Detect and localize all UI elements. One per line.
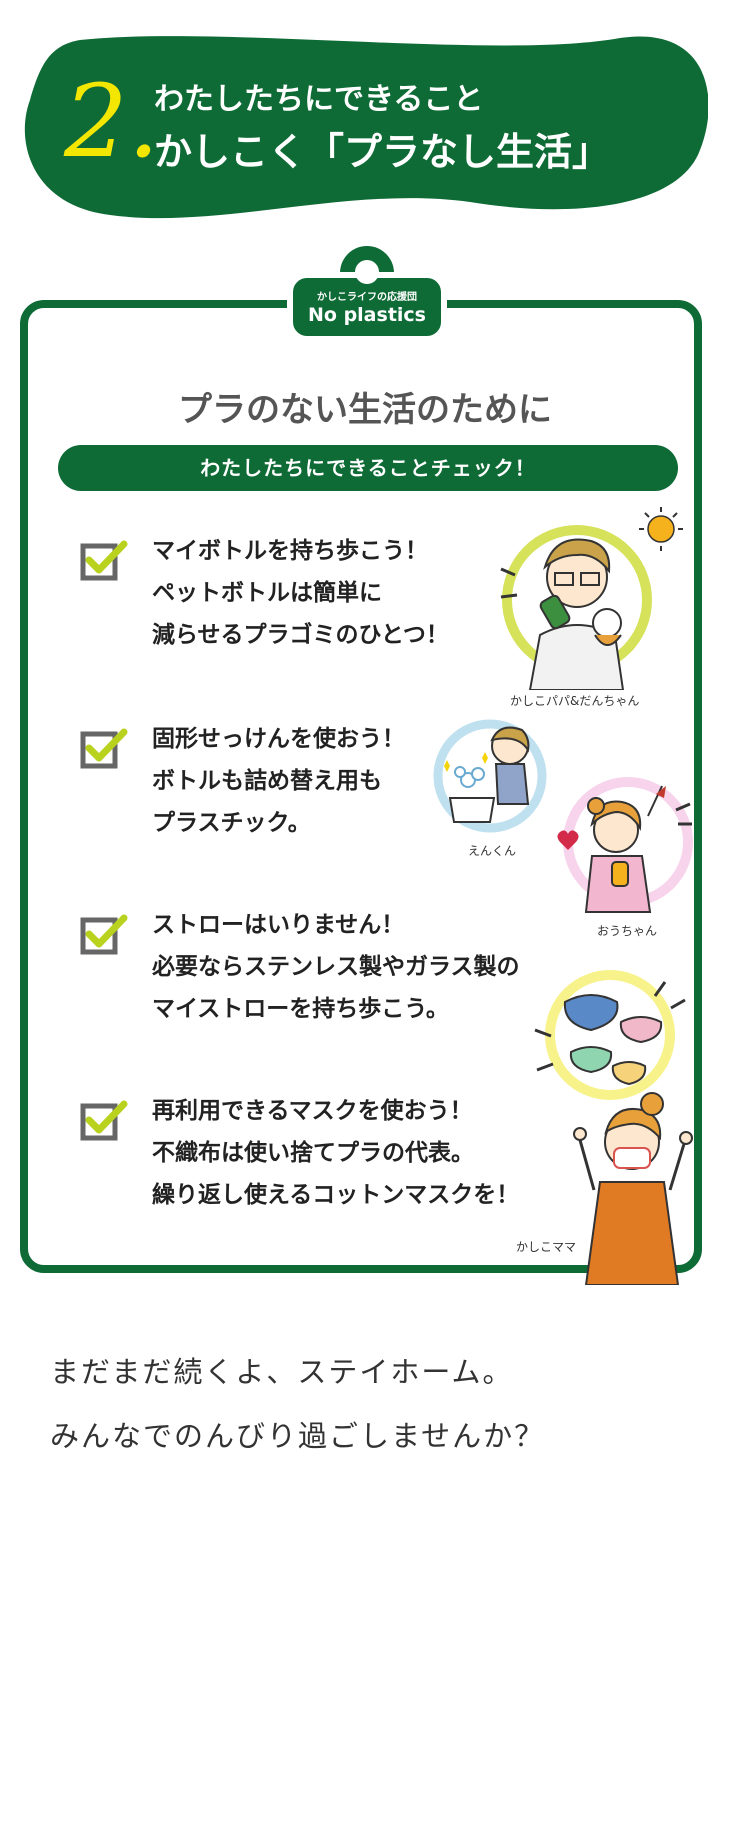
check-icon	[80, 728, 128, 769]
section-title: かしこく「プラなし生活」	[154, 130, 611, 174]
closing-line-1: まだまだ続くよ、ステイホーム。	[50, 1355, 514, 1389]
closing-line-2: みんなでのんびり過ごしませんか？	[50, 1419, 546, 1453]
check-icon	[80, 540, 128, 581]
masks-illustration	[534, 970, 686, 1100]
card-heading: プラのない生活のために	[178, 390, 552, 430]
sun-icon	[639, 507, 683, 551]
ouchan-illustration	[557, 777, 693, 913]
caption-papa: かしこパパ&だんちゃん	[510, 694, 640, 708]
closing-message: まだまだ続くよ、ステイホーム。 みんなでのんびり過ごしませんか？	[50, 1340, 690, 1468]
check-item-text: マイボトルを持ち歩こう！ ペットボトルは簡単に 減らせるプラゴミのひとつ！	[152, 538, 449, 648]
check-icon	[80, 1100, 128, 1141]
section-subtitle: わたしたちにできること	[154, 82, 484, 117]
papa-illustration	[500, 507, 683, 690]
section-number: 2.	[64, 63, 160, 180]
tag-big-text: No plastics	[308, 304, 426, 326]
check-item-text: ストローはいりません！ 必要ならステンレス製やガラス製の マイストローを持ち歩こ…	[152, 912, 520, 1022]
caption-en: えんくん	[468, 844, 517, 858]
banner-blob	[24, 36, 708, 219]
check-item-text: 固形せっけんを使おう！ ボトルも詰め替え用も プラスチック。	[152, 726, 405, 836]
section-banner: 2. わたしたちにできること かしこく「プラなし生活」	[20, 30, 708, 230]
check-pill: わたしたちにできることチェック！	[58, 445, 678, 491]
caption-ou: おうちゃん	[597, 924, 658, 938]
check-item-text: 再利用できるマスクを使おう！ 不織布は使い捨てプラの代表。 繰り返し使えるコット…	[152, 1098, 520, 1208]
no-plastics-tag: かしこライフの応援団 No plastics	[287, 246, 447, 346]
tag-hole	[355, 260, 379, 284]
caption-mama: かしこママ	[516, 1240, 577, 1254]
heart-icon	[557, 830, 579, 850]
mama-illustration	[573, 1092, 693, 1285]
tag-small-text: かしこライフの応援団	[317, 292, 417, 303]
enkun-illustration	[433, 719, 547, 833]
check-icon	[80, 914, 128, 955]
